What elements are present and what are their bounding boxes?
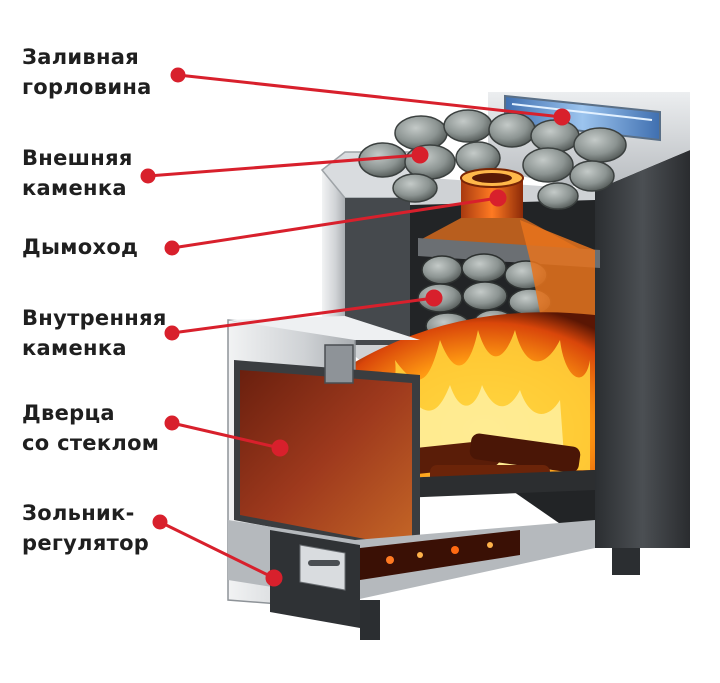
label-inner-heater: Внутренняя каменка <box>22 303 167 363</box>
label-glass-door-line2: со стеклом <box>22 431 160 455</box>
dot-filler-neck-start <box>170 67 186 83</box>
dot-filler-neck-end <box>553 108 571 126</box>
casing-left-edge <box>322 170 345 345</box>
door-glass <box>240 370 412 548</box>
label-outer-heater-line1: Внешняя <box>22 146 133 170</box>
stove-leg-front <box>360 600 380 640</box>
label-glass-door: Дверца со стеклом <box>22 398 159 458</box>
dot-chimney-start <box>164 240 180 256</box>
flue-glow <box>520 220 595 340</box>
door-latch <box>324 344 354 384</box>
dot-ash-regulator-start <box>152 514 168 530</box>
leader-chimney <box>171 196 499 250</box>
label-chimney-line1: Дымоход <box>22 235 139 259</box>
label-ash-regulator-line1: Зольник- <box>22 501 135 525</box>
dot-ash-regulator-end <box>265 569 283 587</box>
label-outer-heater: Внешняя каменка <box>22 143 133 203</box>
label-ash-regulator-line2: регулятор <box>22 531 150 555</box>
label-filler-neck: Заливная горловина <box>22 42 152 102</box>
label-inner-heater-line1: Внутренняя <box>22 306 167 330</box>
dot-glass-door-end <box>271 439 289 457</box>
dot-glass-door-start <box>164 415 180 431</box>
stove-leg-right <box>612 548 640 575</box>
firebox <box>350 312 595 500</box>
label-inner-heater-line2: каменка <box>22 336 127 360</box>
label-ash-regulator: Зольник- регулятор <box>22 498 149 558</box>
leader-outer-heater <box>147 153 421 178</box>
leader-inner-heater <box>171 296 435 335</box>
leader-lines <box>140 67 571 587</box>
label-outer-heater-line2: каменка <box>22 176 127 200</box>
label-filler-neck-line1: Заливная <box>22 45 140 69</box>
leader-ash-regulator <box>159 520 275 580</box>
label-filler-neck-line2: горловина <box>22 75 152 99</box>
ash-drawer <box>270 530 520 628</box>
front-panel-top <box>228 316 420 340</box>
leader-filler-neck <box>177 73 563 119</box>
dot-inner-heater-start <box>164 325 180 341</box>
dot-outer-heater-end <box>411 146 429 164</box>
filler-neck-highlight <box>511 103 653 121</box>
dot-outer-heater-start <box>140 168 156 184</box>
label-chimney: Дымоход <box>22 232 138 262</box>
stove-right-wall <box>595 150 690 548</box>
dot-inner-heater-end <box>425 289 443 307</box>
label-glass-door-line1: Дверца <box>22 401 115 425</box>
leader-glass-door <box>171 421 281 450</box>
dot-chimney-end <box>489 189 507 207</box>
